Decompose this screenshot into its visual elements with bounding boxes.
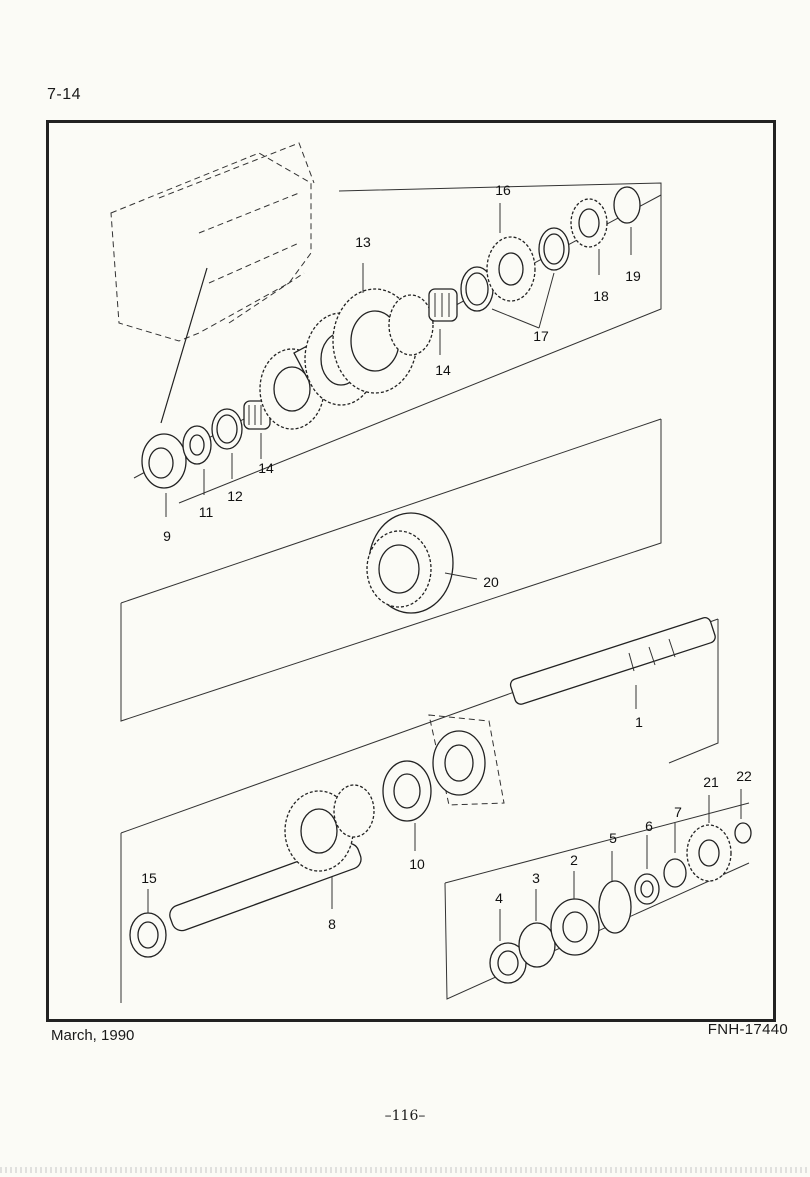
callout-16: 16 bbox=[495, 182, 511, 198]
callout-10: 10 bbox=[409, 856, 425, 872]
part-8-input-shaft bbox=[169, 784, 375, 932]
callout-1: 1 bbox=[635, 714, 643, 730]
part-15-seal bbox=[129, 912, 167, 958]
callout-14-right: 14 bbox=[435, 362, 451, 378]
part-1-output-shaft bbox=[509, 617, 716, 705]
part-11-washer bbox=[182, 425, 212, 465]
part-17-rings bbox=[460, 227, 570, 312]
part-16-gear bbox=[486, 236, 536, 302]
callout-12: 12 bbox=[227, 488, 243, 504]
leaders-countershaft bbox=[165, 203, 632, 517]
panel-subassembly bbox=[444, 862, 750, 1000]
part-20-coupler-sleeve bbox=[366, 512, 478, 614]
part-13-cluster-gear bbox=[259, 288, 434, 430]
part-6-collar bbox=[634, 873, 660, 905]
part-10-bearing bbox=[382, 760, 432, 822]
callout-3: 3 bbox=[532, 870, 540, 886]
panel-coupler bbox=[120, 419, 662, 722]
part-5-snap-ring bbox=[598, 880, 632, 934]
part-14-needle-bearing-right bbox=[428, 288, 458, 322]
callout-7: 7 bbox=[674, 804, 682, 820]
callout-6: 6 bbox=[645, 818, 653, 834]
callout-17: 17 bbox=[533, 328, 549, 344]
callout-14-left: 14 bbox=[258, 460, 274, 476]
callout-18: 18 bbox=[593, 288, 609, 304]
subassembly-axis bbox=[444, 802, 750, 884]
callout-2: 2 bbox=[570, 852, 578, 868]
callout-11: 11 bbox=[199, 504, 214, 520]
part-9-bearing bbox=[141, 433, 187, 489]
document-number: FNH-17440 bbox=[707, 1021, 788, 1038]
part-21-gear bbox=[686, 824, 732, 882]
callout-19: 19 bbox=[625, 268, 641, 284]
transmission-housing bbox=[110, 142, 315, 424]
part-14-needle-bearing-left bbox=[243, 400, 271, 430]
panel-countershaft bbox=[178, 182, 662, 504]
callout-9: 9 bbox=[163, 528, 171, 544]
page-reference: 7-14 bbox=[47, 86, 82, 103]
callout-5: 5 bbox=[609, 830, 617, 846]
callout-22: 22 bbox=[736, 768, 752, 784]
callout-8: 8 bbox=[328, 916, 336, 932]
panel-mainshaft-right bbox=[668, 619, 719, 764]
callout-21: 21 bbox=[703, 774, 719, 790]
issue-date: March, 1990 bbox=[51, 1027, 135, 1044]
part-22-circlip bbox=[734, 822, 752, 844]
part-4-seal bbox=[489, 942, 527, 984]
part-2-bearing bbox=[550, 898, 600, 956]
scan-edge-artifact bbox=[0, 1167, 810, 1173]
callout-15: 15 bbox=[141, 870, 157, 886]
callout-13: 13 bbox=[355, 234, 371, 250]
part-3-ring bbox=[518, 922, 556, 968]
coupler-axis bbox=[120, 418, 662, 604]
callout-4: 4 bbox=[495, 890, 503, 906]
callout-20: 20 bbox=[483, 574, 499, 590]
bearing-housing bbox=[428, 714, 505, 806]
leaders-mainshaft bbox=[147, 685, 742, 941]
part-19-snap-ring bbox=[613, 186, 641, 224]
exploded-parts-diagram: 9 11 12 14 13 14 16 17 18 19 20 1 10 8 1… bbox=[46, 120, 776, 1022]
page-number: –116– bbox=[384, 1108, 426, 1124]
part-12-ring bbox=[211, 408, 243, 450]
diagram-canvas: 9 11 12 14 13 14 16 17 18 19 20 1 10 8 1… bbox=[110, 142, 752, 1003]
part-7-ring bbox=[663, 858, 687, 888]
part-18-bearing bbox=[570, 198, 608, 248]
